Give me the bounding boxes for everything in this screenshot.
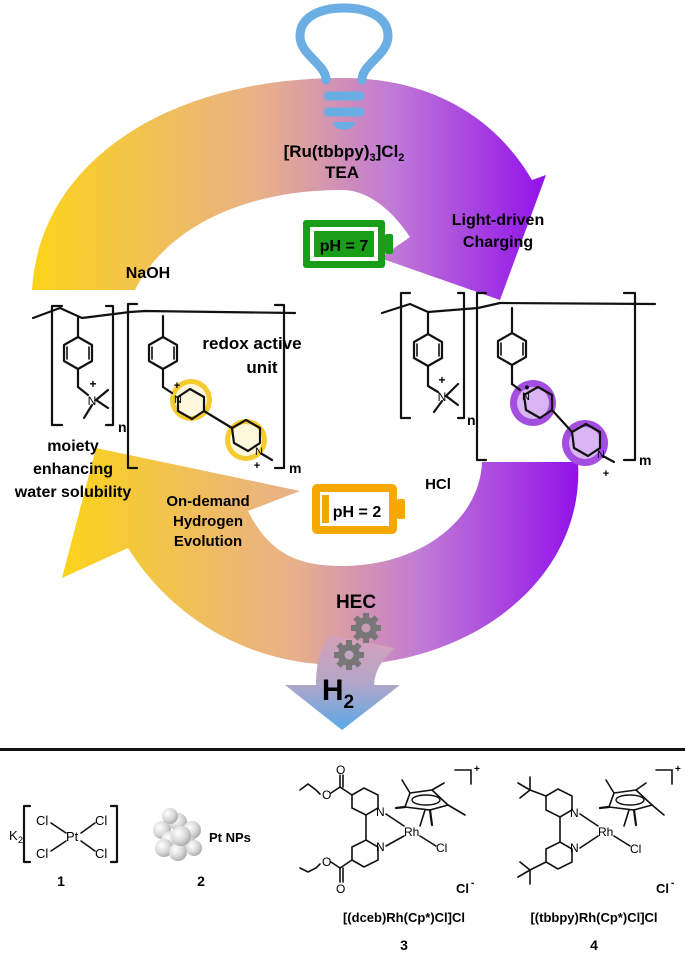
polymer-reduced: N + n N • N + m (380, 291, 657, 480)
acid-label: HCl (425, 476, 451, 493)
complex-charge: + (675, 764, 681, 775)
subscript-n: n (118, 419, 127, 435)
counterion: Cl (656, 881, 669, 896)
positive-charge: + (174, 380, 180, 392)
battery-charged-label: pH = 7 (320, 238, 369, 255)
lightbulb-base (333, 122, 355, 130)
nitrogen-atom: N (255, 446, 263, 458)
charging-label-line2: Charging (463, 234, 533, 251)
nitrogen-atom: N (174, 394, 182, 406)
positive-charge: + (603, 468, 609, 480)
catalyst-3-structure: O O N N O O Rh Cl + Cl - (299, 763, 480, 896)
potassium-label: K (9, 828, 18, 843)
positive-charge: + (438, 373, 445, 387)
oxygen-atom: O (322, 788, 331, 802)
oxygen-atom: O (336, 763, 345, 777)
counterion-charge: - (671, 878, 674, 889)
counterion-charge: - (471, 878, 474, 889)
rhodium-atom: Rh (598, 825, 613, 839)
discharge-label-line3: Evolution (174, 533, 242, 550)
counterion: Cl (456, 881, 469, 896)
chloride-atom: Cl (36, 846, 48, 861)
charging-label-line1: Light-driven (452, 212, 544, 229)
positive-charge: + (254, 460, 260, 472)
chloride-atom: Cl (630, 842, 641, 856)
hydrogen-arrow (285, 635, 400, 730)
charging-arrow (32, 78, 546, 300)
chloride-atom: Cl (95, 813, 107, 828)
catalyst-1-number: 1 (57, 873, 65, 889)
rhodium-atom: Rh (404, 825, 419, 839)
platinum-atom: Pt (66, 829, 79, 844)
catalyst-2-name: Pt NPs (209, 830, 251, 845)
redox-active-unit-label-line1: redox active (202, 334, 301, 353)
catalyst-label: HEC (336, 592, 376, 613)
nitrogen-atom: N (570, 841, 579, 855)
gear-icon (351, 613, 381, 643)
photosensitizer-label: [Ru(tbbpy)3]Cl2 (284, 142, 405, 164)
catalyst-4-name: [(tbbpy)Rh(Cp*)Cl]Cl (530, 910, 657, 925)
oxygen-atom: O (336, 882, 345, 896)
discharge-arrow (62, 448, 579, 665)
battery-discharged-icon (312, 484, 405, 534)
chloride-atom: Cl (436, 841, 447, 855)
redox-active-unit-label-line2: unit (246, 358, 277, 377)
lightbulb-icon (295, 3, 393, 117)
nanoparticle-icon (153, 808, 202, 861)
nitrogen-atom: N (88, 394, 97, 408)
base-label: NaOH (126, 265, 170, 282)
radical-dot: • (525, 379, 530, 395)
potassium-subscript: 2 (18, 835, 23, 845)
complex-charge: + (474, 764, 480, 775)
subscript-m: m (639, 452, 651, 468)
hydrogen-product-label: H2 (322, 674, 354, 713)
oxygen-atom: O (322, 855, 331, 869)
catalyst-1-structure: K 2 Cl Cl Cl Cl Pt (9, 804, 119, 864)
battery-discharged-label: pH = 2 (333, 504, 382, 521)
catalyst-4-structure: N N Rh Cl + Cl - (517, 764, 681, 896)
chloride-atom: Cl (36, 813, 48, 828)
moiety-label-line3: water solubility (14, 484, 132, 501)
subscript-n: n (467, 412, 476, 428)
nitrogen-atom: N (376, 805, 385, 819)
catalyst-3-number: 3 (400, 937, 408, 953)
subscript-m: m (289, 460, 301, 476)
moiety-label-line1: moiety (47, 438, 99, 455)
nitrogen-atom: N (570, 806, 579, 820)
battery-charged-icon (303, 220, 393, 268)
divider-line (0, 748, 685, 751)
nitrogen-atom: N (376, 840, 385, 854)
discharge-label-line2: Hydrogen (173, 513, 243, 530)
gear-icon (334, 640, 364, 670)
sacrificial-donor-label: TEA (325, 163, 359, 182)
nitrogen-atom: N (597, 449, 605, 461)
catalyst-3-name: [(dceb)Rh(Cp*)Cl]Cl (343, 910, 465, 925)
catalyst-4-number: 4 (590, 937, 598, 953)
positive-charge: + (89, 377, 96, 391)
moiety-label-line2: enhancing (33, 461, 113, 478)
nitrogen-atom: N (438, 390, 447, 404)
chloride-atom: Cl (95, 846, 107, 861)
catalyst-2-number: 2 (197, 873, 205, 889)
nitrogen-atom: N (522, 391, 530, 403)
polymer-oxidized: N + n N + N + m (31, 302, 301, 476)
discharge-label-line1: On-demand (166, 493, 249, 510)
